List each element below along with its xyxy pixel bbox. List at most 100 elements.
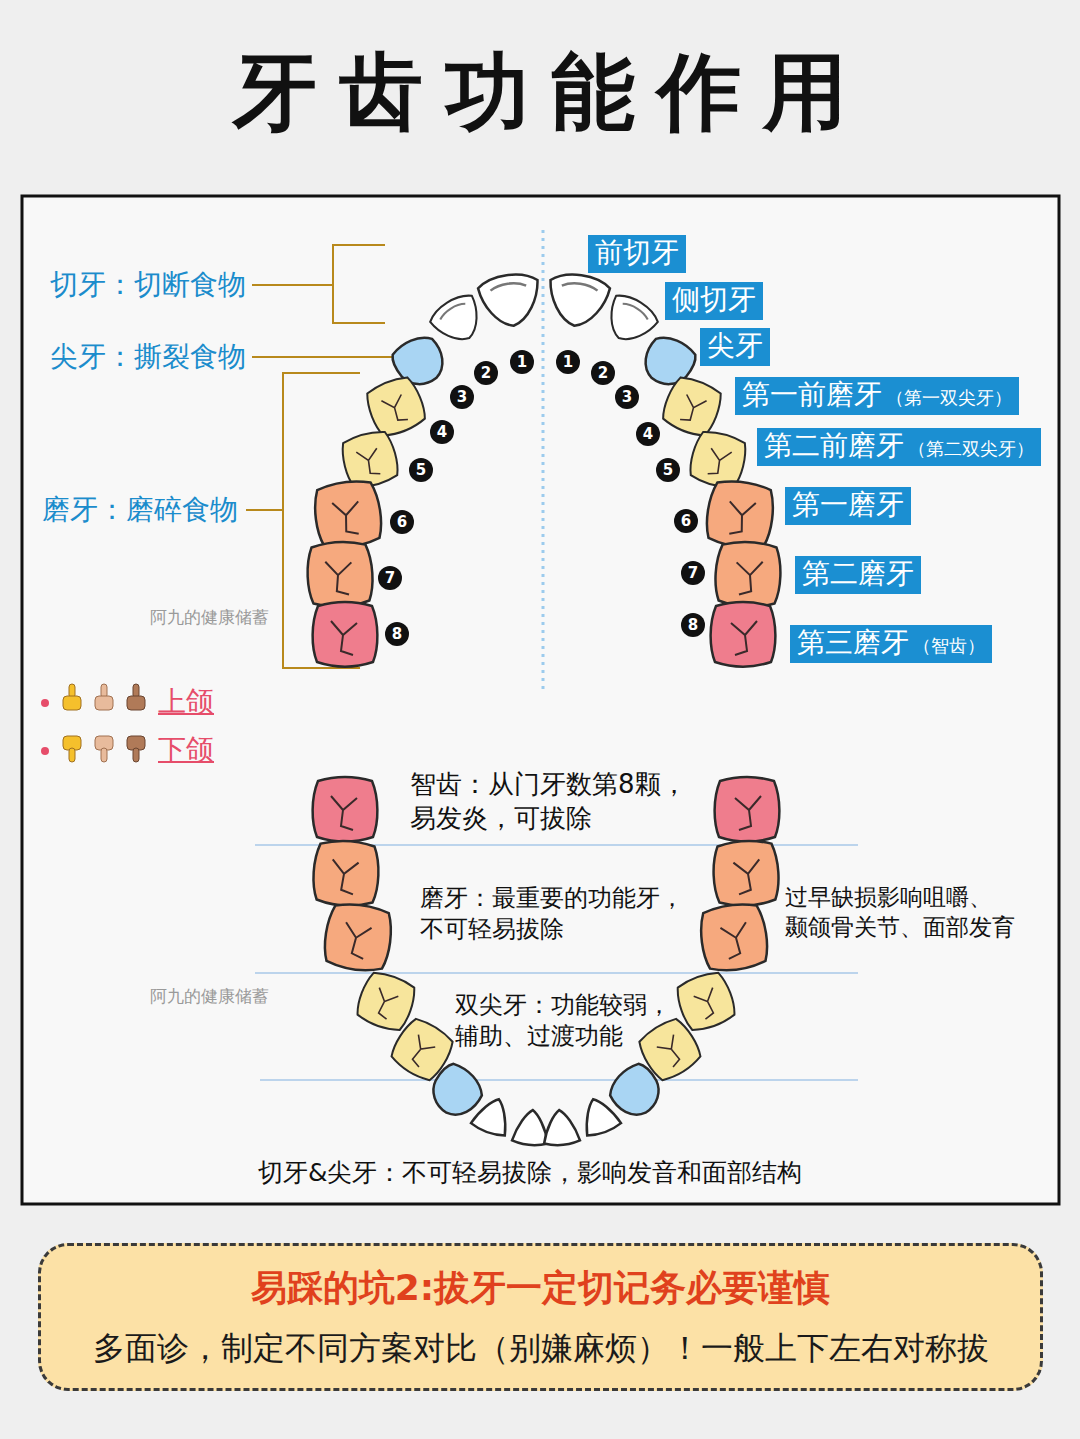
tip-box-text: 易踩的坑2:拔牙一定切记务必要谨慎 [251,1264,830,1313]
tooth-name-tag: 第三磨牙（智齿） [790,625,992,663]
tooth [311,478,384,551]
callout-number-text: 2 [598,366,608,381]
page-title: 牙齿功能作用 [0,42,1080,143]
tooth-name-tag: 尖牙 [700,328,770,366]
leader-line [252,356,392,358]
tooth-name-tag-note: （智齿） [913,634,985,658]
callout-number: 3 [450,385,474,409]
tooth-name-tag-text: 第二前磨牙 [764,429,904,463]
tooth [312,840,380,908]
hand-down-icons [63,736,145,762]
tooth-name-tag-text: 第一前磨牙 [742,378,882,412]
watermark: 阿九的健康储蓄 [150,985,269,1007]
tooth-name-tag-note: （第一双尖牙） [886,386,1012,410]
palm [127,696,145,710]
bullet [41,747,49,755]
bullet [41,699,49,707]
callout-number-text: 8 [392,627,402,642]
hand-icon [127,736,145,762]
bracket [252,245,385,323]
callout-number-text: 7 [688,566,698,581]
callout-number-text: 4 [437,425,447,440]
callout-number-text: 1 [517,355,527,370]
tip-box-note: 多面诊，制定不同方案对比（别嫌麻烦）！一般上下左右对称拔 [93,1327,989,1371]
tooth [313,602,378,666]
tooth [470,1093,516,1138]
callout-number: 3 [615,385,639,409]
hand-up-icons [63,684,145,710]
callout-number-text: 5 [416,463,426,478]
upper-left-teeth [306,271,543,666]
callout-number-text: 5 [663,463,673,478]
callout-number-text: 6 [681,514,691,529]
hand-icon [63,736,81,762]
callout-number: 8 [385,622,409,646]
callout-number: 6 [390,510,414,534]
tooth-name-tag: 第一前磨牙（第一双尖牙） [735,377,1019,415]
note-text: 双尖牙：功能较弱， 辅助、过渡功能 [455,990,705,1052]
tooth-name-tag: 前切牙 [588,235,686,273]
tooth-name-tag-text: 侧切牙 [672,283,756,317]
hand-icon [95,736,113,762]
tooth-name-tag-text: 第二磨牙 [802,557,914,591]
callout-number: 4 [430,420,454,444]
tooth-name-tag: 第一磨牙 [785,487,911,525]
callout-number: 2 [591,361,615,385]
finger [101,748,107,762]
tooth-name-tag-note: （第二双尖牙） [908,437,1034,461]
tooth [477,271,544,330]
callout-number: 6 [674,509,698,533]
note-text: 智齿：从门牙数第8颗， 易发炎，可拔除 [410,768,710,836]
callout-number: 8 [681,613,705,637]
tooth [313,777,378,841]
midline [542,230,545,692]
jaw-label: 下颌 [158,732,214,768]
function-label: 尖牙：撕裂食物 [50,339,246,375]
finger [69,748,75,762]
tooth [322,901,395,974]
callout-number: 5 [409,458,433,482]
callout-number: 5 [656,458,680,482]
function-label: 切牙：切断食物 [50,267,246,303]
callout-number-text: 6 [397,515,407,530]
callout-number-text: 8 [688,618,698,633]
zone-line [255,972,858,974]
hand-icon [95,684,113,710]
tooth-name-tag-text: 第三磨牙 [797,626,909,660]
finger [133,748,139,762]
tooth-name-tag: 第二磨牙 [795,556,921,594]
callout-number: 4 [636,422,660,446]
callout-number-text: 3 [457,390,467,405]
tooth-name-tag-text: 前切牙 [595,236,679,270]
tooth-name-tag: 侧切牙 [665,282,763,320]
tip-box: 易踩的坑2:拔牙一定切记务必要谨慎多面诊，制定不同方案对比（别嫌麻烦）！一般上下… [38,1243,1043,1391]
hand-icon [63,684,81,710]
tooth-name-tag-text: 第一磨牙 [792,488,904,522]
note-text: 过早缺损影响咀嚼、 颞颌骨关节、面部发育 [785,883,1055,943]
callout-number: 2 [474,361,498,385]
note-text: 切牙&尖牙：不可轻易拔除，影响发音和面部结构 [258,1157,803,1190]
zone-line [260,1079,858,1081]
tooth-name-tag-text: 尖牙 [707,329,763,363]
hand-icon [127,684,145,710]
callout-number-text: 2 [481,366,491,381]
tooth [362,373,429,440]
jaw-label: 上颌 [158,684,214,720]
upper-right-teeth [545,271,782,666]
watermark: 阿九的健康储蓄 [150,606,269,628]
function-label: 磨牙：磨碎食物 [42,492,238,528]
panel-frame [22,196,1059,1204]
callout-number-text: 3 [622,390,632,405]
callout-number: 7 [378,566,402,590]
note-text: 磨牙：最重要的功能牙， 不可轻易拔除 [420,883,710,945]
callout-number-text: 4 [643,427,653,442]
palm [95,696,113,710]
callout-number: 7 [681,561,705,585]
palm [63,696,81,710]
tooth-name-tag: 第二前磨牙（第二双尖牙） [757,428,1041,466]
callout-number: 1 [510,350,534,374]
callout-number-text: 1 [563,355,573,370]
tooth [306,541,374,609]
